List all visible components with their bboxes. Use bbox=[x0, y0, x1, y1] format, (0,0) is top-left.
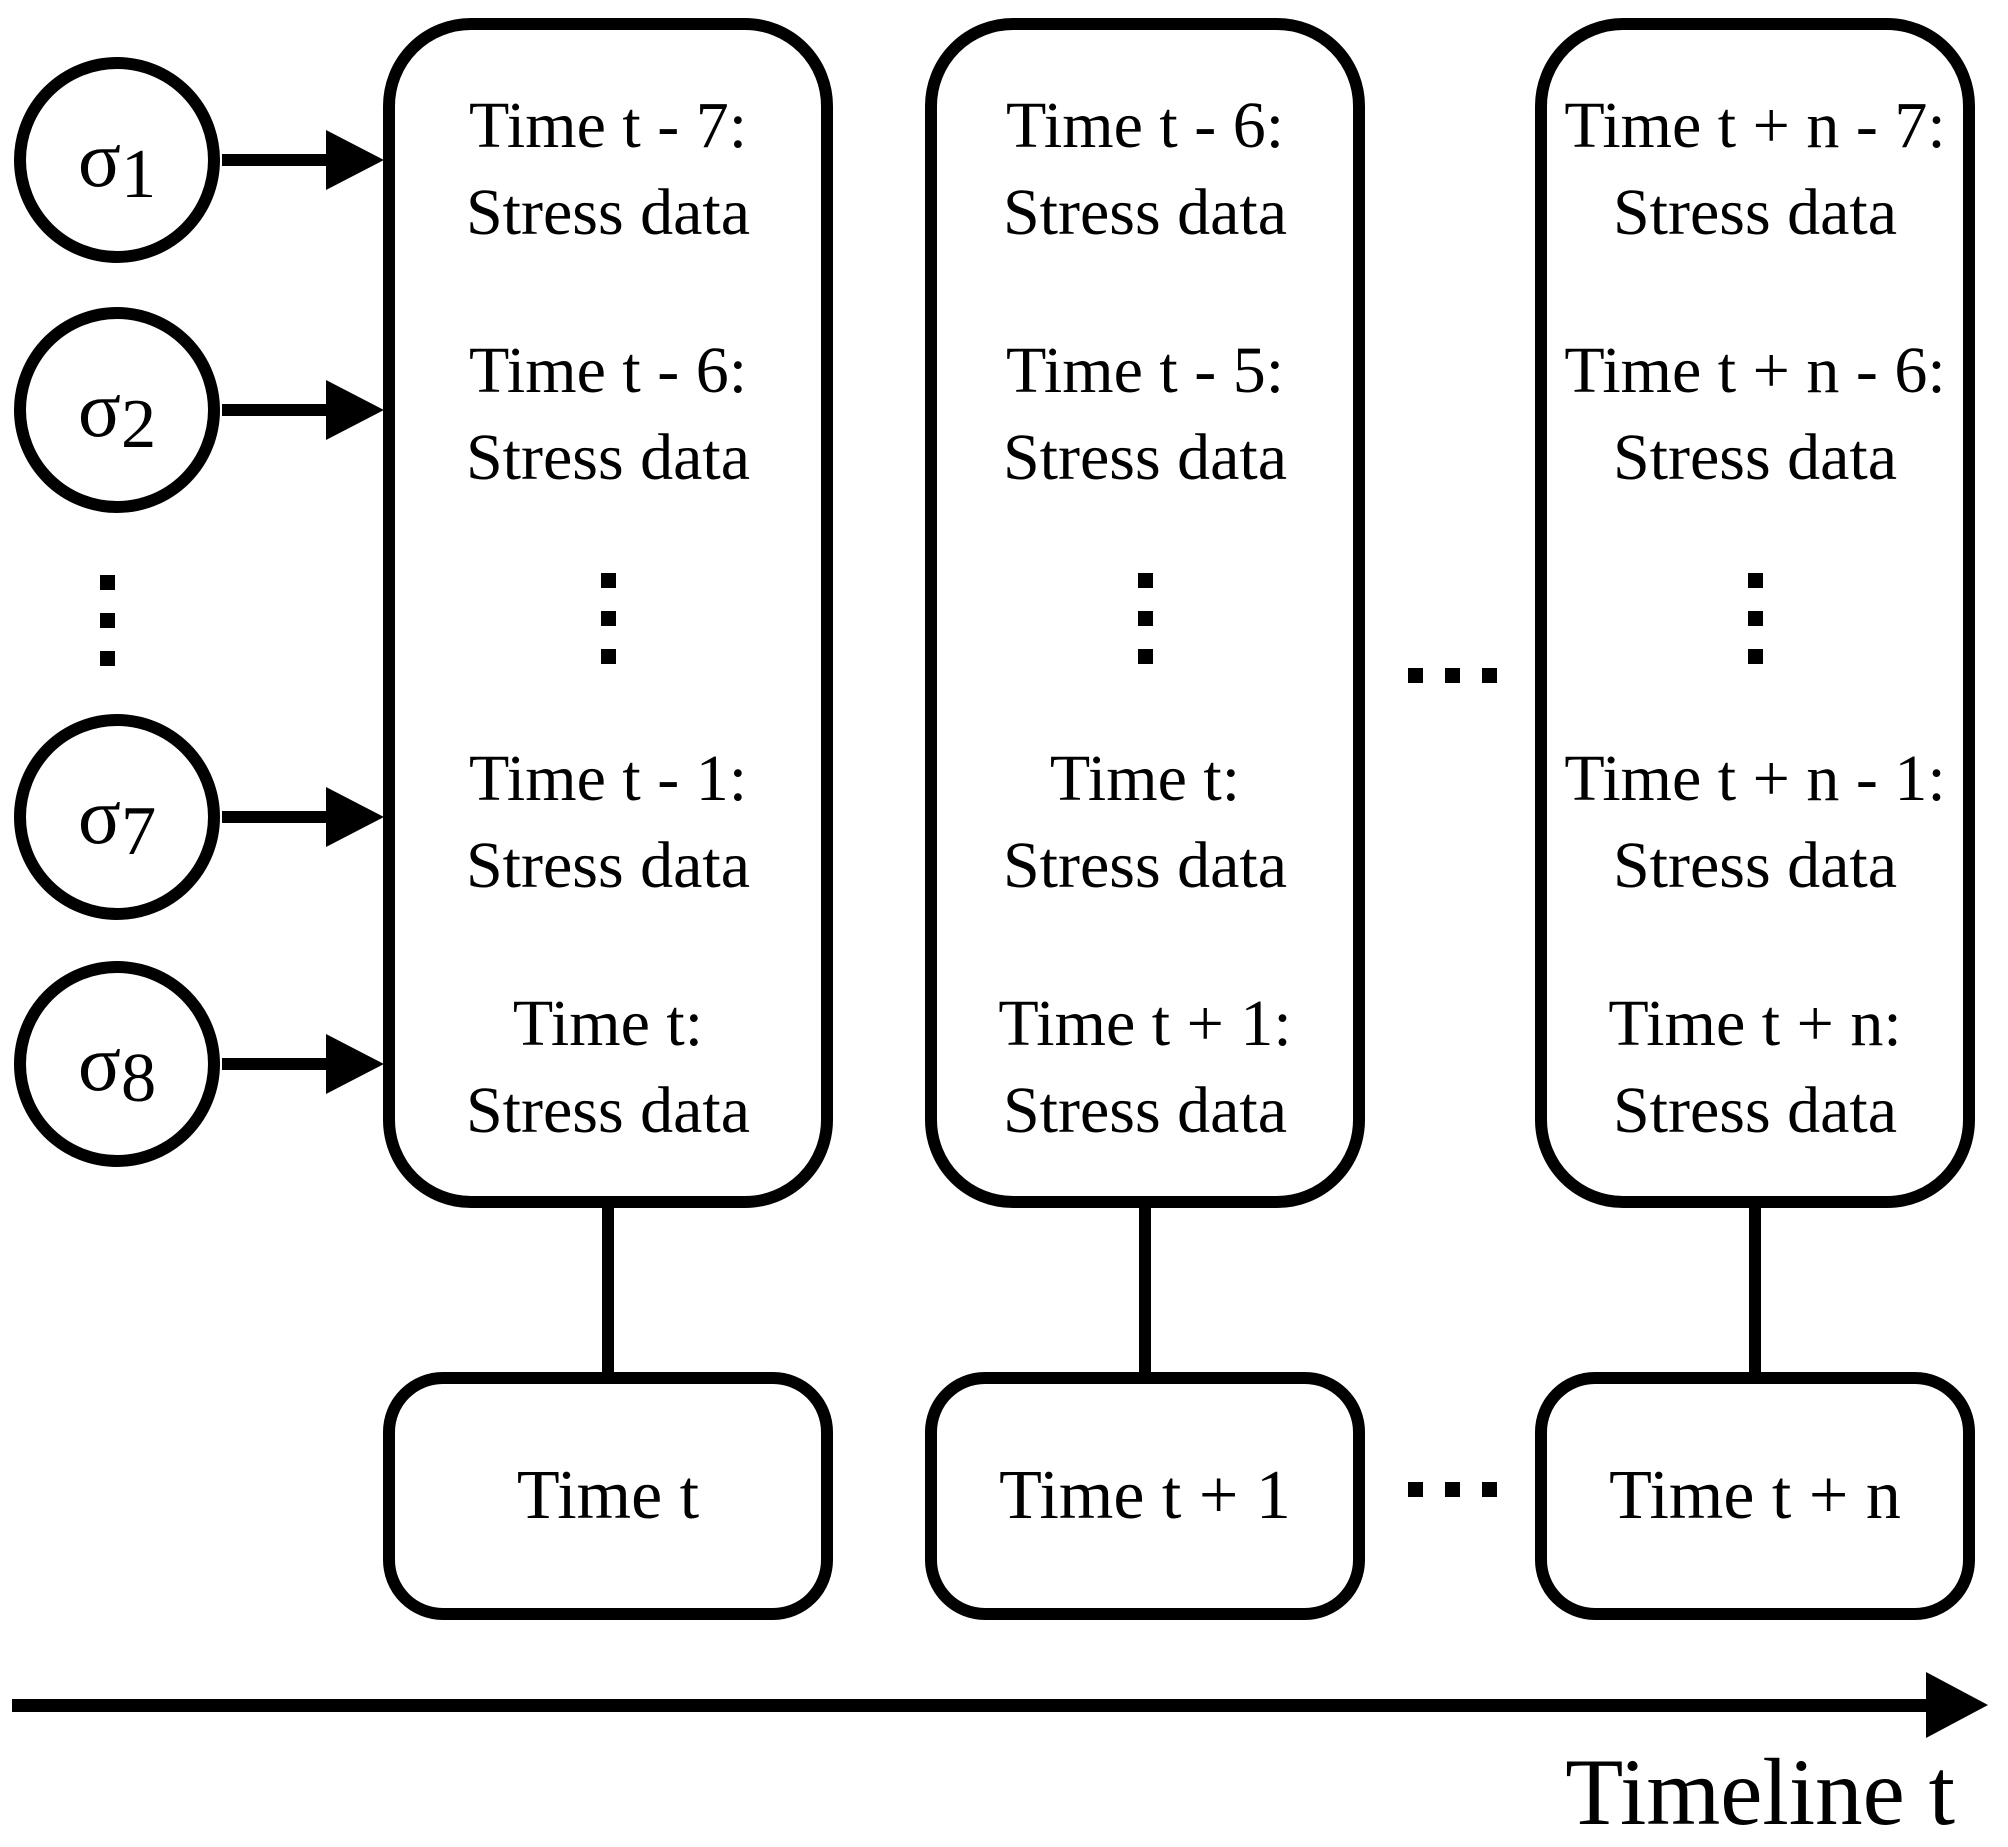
entry-data-label: Stress data bbox=[465, 176, 751, 250]
sensor-arrow-head-icon bbox=[326, 1034, 384, 1094]
window-box-time-t-plus-n: Time t + n - 7: Stress data Time t + n -… bbox=[1535, 18, 1975, 1208]
entry-time-label: Time t - 5: bbox=[1005, 334, 1285, 408]
sensor-arrow-line bbox=[222, 811, 332, 823]
entry-data-label: Stress data bbox=[465, 1073, 751, 1147]
window-box-time-t: Time t - 7: Stress data Time t - 6: Stre… bbox=[383, 18, 833, 1208]
entry-time-label: Time t + n - 1: bbox=[1564, 741, 1946, 815]
box-connector-line bbox=[1749, 1208, 1761, 1376]
sensor-label: σ8 bbox=[77, 1019, 157, 1118]
entry-data-label: Stress data bbox=[1002, 421, 1288, 495]
time-label-box-t-plus-n: Time t + n bbox=[1535, 1372, 1975, 1620]
sensor-arrow-head-icon bbox=[326, 787, 384, 847]
stress-entry: Time t - 6: Stress data bbox=[395, 327, 821, 501]
time-label-box-t: Time t bbox=[383, 1372, 833, 1620]
vertical-ellipsis-icon bbox=[395, 572, 821, 664]
sensor-arrow-line bbox=[222, 404, 332, 416]
time-label-box-t-plus-1: Time t + 1 bbox=[925, 1372, 1365, 1620]
timeline-axis-line bbox=[12, 1699, 1928, 1712]
entry-time-label: Time t + n: bbox=[1608, 986, 1902, 1060]
entry-data-label: Stress data bbox=[1612, 828, 1898, 902]
horizontal-ellipsis-icon bbox=[1408, 1482, 1497, 1497]
entry-time-label: Time t: bbox=[1049, 741, 1241, 815]
entry-time-label: Time t - 6: bbox=[1005, 89, 1285, 162]
sensor-arrow-line bbox=[222, 154, 332, 166]
sensor-label: σ7 bbox=[77, 772, 157, 871]
vertical-ellipsis-icon bbox=[100, 575, 115, 666]
sensor-label: σ2 bbox=[77, 365, 157, 464]
sensor-node-sigma7: σ7 bbox=[14, 714, 220, 920]
entry-data-label: Stress data bbox=[1002, 176, 1288, 250]
time-box-label: Time t + n bbox=[1609, 1457, 1901, 1534]
entry-data-label: Stress data bbox=[1612, 176, 1898, 250]
stress-entry: Time t + n - 6: Stress data bbox=[1547, 327, 1963, 501]
entry-data-label: Stress data bbox=[1612, 421, 1898, 495]
sensor-node-sigma8: σ8 bbox=[14, 961, 220, 1167]
sensor-arrow-head-icon bbox=[326, 130, 384, 190]
box-connector-line bbox=[1139, 1208, 1151, 1376]
sensor-node-sigma2: σ2 bbox=[14, 307, 220, 513]
box-connector-line bbox=[602, 1208, 614, 1376]
stress-entry: Time t - 5: Stress data bbox=[937, 327, 1353, 501]
vertical-ellipsis-icon bbox=[1547, 572, 1963, 664]
horizontal-ellipsis-icon bbox=[1408, 668, 1497, 683]
time-box-label: Time t + 1 bbox=[999, 1457, 1291, 1534]
sensor-arrow-line bbox=[222, 1058, 332, 1070]
stress-entry: Time t + 1: Stress data bbox=[937, 980, 1353, 1154]
time-box-label: Time t bbox=[516, 1457, 700, 1534]
entry-time-label: Time t + n - 7: bbox=[1564, 89, 1946, 162]
entry-data-label: Stress data bbox=[465, 828, 751, 902]
entry-data-label: Stress data bbox=[465, 421, 751, 495]
entry-data-label: Stress data bbox=[1002, 828, 1288, 902]
entry-time-label: Time t + 1: bbox=[998, 986, 1292, 1060]
stress-entry: Time t - 1: Stress data bbox=[395, 735, 821, 909]
entry-time-label: Time t - 1: bbox=[468, 741, 748, 815]
entry-time-label: Time t: bbox=[512, 986, 704, 1060]
timeline-label: Timeline t bbox=[1565, 1739, 1955, 1845]
vertical-ellipsis-icon bbox=[937, 572, 1353, 664]
sensor-node-sigma1: σ1 bbox=[14, 57, 220, 263]
entry-time-label: Time t + n - 6: bbox=[1564, 334, 1946, 408]
entry-data-label: Stress data bbox=[1002, 1073, 1288, 1147]
stress-entry: Time t: Stress data bbox=[395, 980, 821, 1154]
stress-entry: Time t + n - 7: Stress data bbox=[1547, 82, 1963, 256]
sensor-arrow-head-icon bbox=[326, 380, 384, 440]
entry-time-label: Time t - 7: bbox=[468, 89, 748, 162]
stress-entry: Time t - 6: Stress data bbox=[937, 82, 1353, 256]
entry-data-label: Stress data bbox=[1612, 1073, 1898, 1147]
timeline-arrow-head-icon bbox=[1926, 1672, 1988, 1738]
stress-entry: Time t + n - 1: Stress data bbox=[1547, 735, 1963, 909]
stress-entry: Time t: Stress data bbox=[937, 735, 1353, 909]
stress-entry: Time t + n: Stress data bbox=[1547, 980, 1963, 1154]
stress-entry: Time t - 7: Stress data bbox=[395, 82, 821, 256]
entry-time-label: Time t - 6: bbox=[468, 334, 748, 408]
sensor-label: σ1 bbox=[77, 115, 157, 214]
window-box-time-t-plus-1: Time t - 6: Stress data Time t - 5: Stre… bbox=[925, 18, 1365, 1208]
